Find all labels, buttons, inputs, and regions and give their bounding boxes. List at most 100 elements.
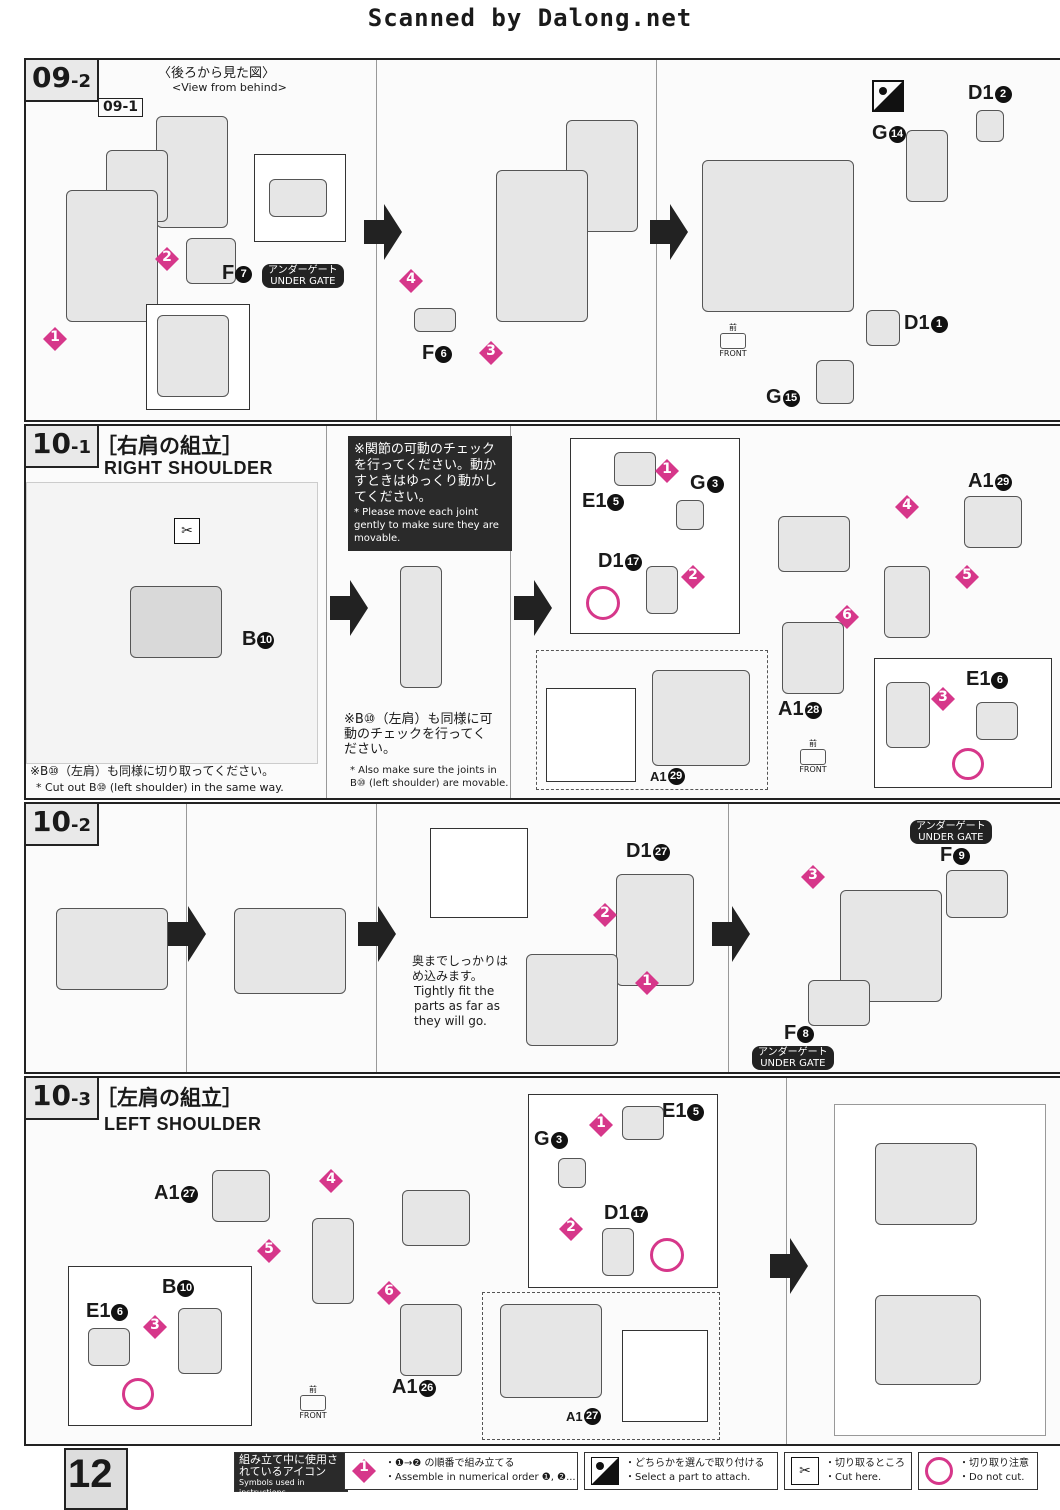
do-not-cut-icon: [650, 1238, 684, 1272]
do-not-cut-icon: [952, 748, 984, 780]
forearm-part: [496, 170, 588, 322]
result-box: [834, 1104, 1046, 1436]
shoulder-body-part: [526, 954, 618, 1046]
choose-part-icon: [872, 80, 904, 112]
step-sub: -2: [70, 71, 91, 92]
e16-part: [88, 1328, 130, 1366]
joint-check-note: ※関節の可動のチェックを行ってください。動かすときはゆっくり動かしてください。 …: [348, 436, 512, 551]
a127-detail-part: [500, 1304, 602, 1398]
step-mark-2: 2: [558, 1216, 584, 1242]
step-mark-6: 6: [376, 1280, 402, 1306]
next-arrow: [514, 580, 552, 636]
a128-part: [782, 622, 844, 694]
step-09-2-panel: 09-2 〈後ろから見た図〉 <View from behind> 09-1 F…: [24, 58, 1060, 422]
step-number: 10-1: [26, 426, 99, 468]
step-mark-5: 5: [954, 564, 980, 590]
g14-hand-part: [906, 130, 948, 202]
do-not-cut-icon: [925, 1457, 953, 1485]
d11-part: [866, 310, 900, 346]
step-number: 10-3: [26, 1078, 99, 1120]
e16-part: [976, 702, 1018, 740]
view-from-behind-en: <View from behind>: [172, 81, 287, 94]
detail-dashed-box: [536, 650, 768, 790]
legend-cut-jp: ・切り取るところ: [825, 1458, 905, 1469]
step-mark-3: 3: [800, 864, 826, 890]
section-title-jp: ［右肩の組立］: [96, 434, 243, 458]
cut-here-icon: ✂: [174, 518, 200, 544]
step-mark-4: 4: [894, 494, 920, 520]
detail-box-lower: [146, 304, 250, 410]
fit-note-jp: 奥までしっかりはめ込みます。: [412, 954, 509, 983]
divider: [326, 426, 327, 798]
shoulder-armor-part: [778, 516, 850, 572]
cut-note-jp: ※B⑩（左肩）も同様に切り取ってください。: [30, 764, 275, 778]
legend-do-not-cut-en: ・Do not cut.: [959, 1472, 1025, 1483]
upper-arm-part: [156, 116, 228, 228]
f7-part: [269, 179, 327, 217]
legend-order-en: ・Assemble in numerical order ❶, ❷...: [385, 1472, 576, 1483]
view-from-behind-jp: 〈後ろから見た図〉: [158, 66, 276, 81]
g3-part: [676, 500, 704, 530]
step-mark-4: 4: [318, 1168, 344, 1194]
e15-part: [622, 1106, 664, 1140]
next-arrow: [650, 204, 688, 260]
step-mark-1: 1: [588, 1112, 614, 1138]
joint-check-en: * Please move each joint gently to make …: [354, 507, 499, 544]
fit-note-en: Tightly fit the parts as far as they wil…: [414, 984, 501, 1028]
legend-choose-jp: ・どちらかを選んで取り付ける: [625, 1458, 765, 1469]
step-mark-1: 1: [654, 458, 680, 484]
choose-part-icon: [591, 1457, 619, 1485]
e15-part: [614, 452, 656, 486]
detail-inner-box: [546, 688, 636, 782]
d127-part: [616, 874, 694, 986]
b10-frame-part: [884, 566, 930, 638]
shoulder-assembly: [56, 908, 168, 990]
cut-note-en: * Cut out B⑩ (left shoulder) in the same…: [36, 781, 284, 794]
b10-detail-part: [886, 682, 930, 748]
step-mark-1: 1: [634, 970, 660, 996]
step-number: 09-2: [26, 60, 99, 102]
also-check-jp: ※B⑩（左肩）も同様に可動のチェックを行ってください。: [344, 712, 493, 757]
f6-piece: [414, 308, 456, 332]
detail-box: [430, 828, 528, 918]
next-arrow: [330, 580, 368, 636]
b10-joint-part: [400, 566, 442, 688]
legend-cut-en: ・Cut here.: [825, 1472, 882, 1483]
b10-detail-part: [178, 1308, 222, 1374]
legend-item-choose: ・どちらかを選んで取り付ける ・Select a part to attach.: [584, 1452, 778, 1490]
detail-inner-box: [622, 1330, 708, 1422]
section-title-en: LEFT SHOULDER: [104, 1114, 262, 1134]
f8-part: [808, 980, 870, 1026]
legend-title: 組み立て中に使用されているアイコン Symbols used in instru…: [234, 1452, 348, 1497]
d117-part: [602, 1228, 634, 1276]
d12-part: [976, 110, 1004, 142]
f9-part: [946, 870, 1008, 918]
shoulder-assembly: [234, 908, 346, 994]
page-number-box: [64, 1448, 128, 1510]
g15-hand-part: [816, 360, 854, 404]
